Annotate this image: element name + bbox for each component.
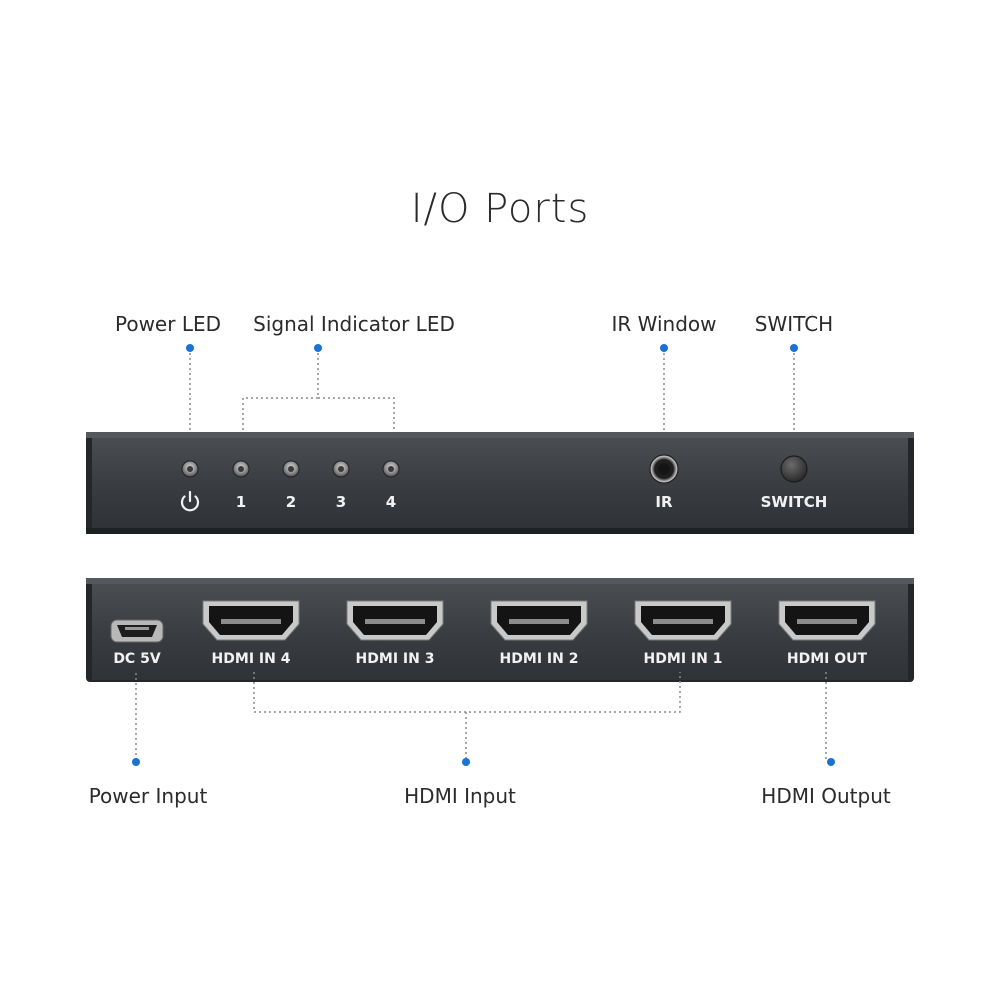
led-label-1: 1 [236, 493, 246, 511]
dot-power-input [132, 758, 140, 766]
callout-power-input: Power Input [88, 784, 208, 808]
led-label-3: 3 [336, 493, 346, 511]
dot-power-led [186, 344, 194, 352]
hdmi-port-icon [346, 600, 444, 641]
power-icon [180, 490, 200, 512]
hdmi-port-label: HDMI IN 2 [500, 651, 579, 667]
hdmi-port-icon [778, 600, 876, 641]
led-label-2: 2 [286, 493, 296, 511]
hdmi-port-label: HDMI OUT [787, 651, 868, 667]
switch-button[interactable] [780, 455, 808, 483]
signal-led-3 [332, 460, 350, 478]
dot-ir-window [660, 344, 668, 352]
ir-label: IR [655, 493, 673, 511]
signal-led-4 [382, 460, 400, 478]
hdmi-port-label: HDMI IN 1 [644, 651, 723, 667]
hdmi-port-icon [490, 600, 588, 641]
dot-switch [790, 344, 798, 352]
hdmi-port-label: HDMI IN 4 [212, 651, 291, 667]
callout-dots [132, 344, 835, 766]
dc-5v-label: DC 5V [113, 651, 161, 667]
callout-ir-window: IR Window [611, 312, 717, 336]
power-led [181, 460, 199, 478]
micro-usb-port-icon [110, 619, 164, 643]
dot-signal-indicator-led [314, 344, 322, 352]
callout-hdmi-input: HDMI Input [404, 784, 516, 808]
signal-led-1 [232, 460, 250, 478]
dot-hdmi-input [462, 758, 470, 766]
rear-panel: DC 5V HDMI IN 4 HDMI IN 3 HDMI IN 2 HDMI IN… [86, 578, 914, 682]
hdmi-port-icon [634, 600, 732, 641]
switch-label: SWITCH [761, 493, 828, 511]
bottom-leader-lines [135, 672, 827, 762]
led-label-4: 4 [386, 493, 396, 511]
callout-signal-indicator-led: Signal Indicator LED [253, 312, 455, 336]
callout-switch: SWITCH [754, 312, 834, 336]
ir-sensor-icon [649, 454, 679, 484]
front-panel: 1 2 3 4 IR SWITCH [86, 432, 914, 534]
diagram-title: I/O Ports [410, 186, 590, 232]
signal-led-2 [282, 460, 300, 478]
hdmi-port-icon [202, 600, 300, 641]
callout-hdmi-output: HDMI Output [761, 784, 891, 808]
callout-power-led: Power LED [114, 312, 222, 336]
hdmi-port-label: HDMI IN 3 [356, 651, 435, 667]
dot-hdmi-output [827, 758, 835, 766]
